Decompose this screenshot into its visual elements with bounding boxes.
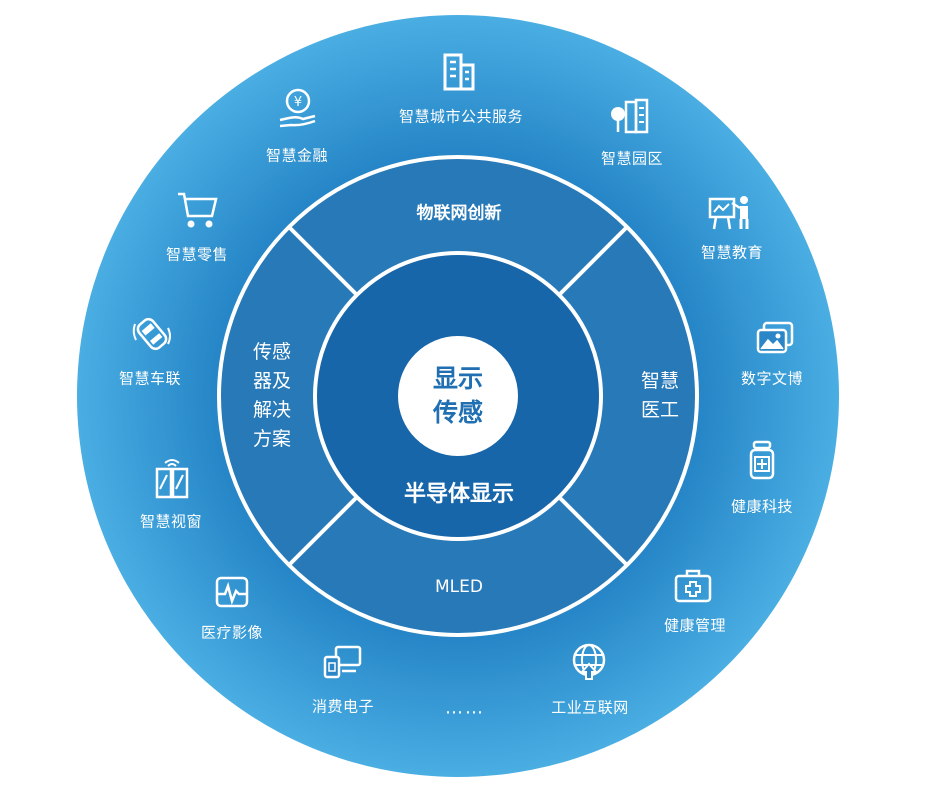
app-label-industrial-internet: 工业互联网: [551, 698, 629, 717]
segment-right-line-2: 医工: [640, 399, 680, 421]
app-label-smart-city: 智慧城市公共服务: [398, 107, 524, 126]
divider-ll: [287, 495, 359, 567]
office-building-icon: [443, 53, 475, 91]
app-label-smart-finance: 智慧金融: [265, 146, 329, 165]
segment-right-line-1: 智慧: [640, 370, 680, 392]
heartbeat-monitor-icon: [215, 576, 249, 608]
app-label-smart-education: 智慧教育: [700, 243, 764, 262]
medicine-bottle-icon: [749, 440, 775, 480]
devices-icon: [323, 645, 362, 679]
app-label-medical-imaging: 医疗影像: [200, 623, 264, 642]
app-label-smart-window: 智慧视窗: [139, 512, 203, 531]
app-label-health-tech: 健康科技: [730, 497, 794, 516]
center-disc: [398, 336, 518, 456]
app-label-digital-museum: 数字文博: [740, 369, 804, 388]
divider-lr: [557, 495, 629, 567]
park-buildings-icon: [611, 98, 649, 134]
first-aid-kit-icon: [674, 569, 712, 603]
divider-ur: [557, 225, 629, 297]
segment-left: 传感 器及 解决 方案: [253, 338, 291, 454]
globe-upload-icon: [572, 643, 606, 680]
segment-left-line-2: 器及: [252, 370, 292, 392]
ellipsis-more: ……: [445, 697, 485, 719]
segment-top: 物联网创新: [416, 203, 502, 224]
segment-left-line-4: 方案: [252, 428, 292, 450]
segment-left-line-1: 传感: [252, 341, 292, 363]
inner-label: 半导体显示: [403, 482, 515, 507]
segment-bottom: MLED: [435, 577, 483, 597]
coin-hand-icon: ¥: [279, 88, 316, 128]
app-label-connected-car: 智慧车联: [118, 369, 182, 388]
app-label-smart-retail: 智慧零售: [165, 245, 229, 264]
svg-text:¥: ¥: [294, 95, 302, 110]
teacher-board-icon: [708, 196, 749, 230]
center-line-1: 显示: [432, 364, 484, 393]
center-line-2: 传感: [432, 398, 484, 427]
app-label-consumer-electronics: 消费电子: [311, 697, 375, 716]
divider-ul: [287, 225, 359, 297]
app-label-health-management: 健康管理: [663, 616, 727, 635]
smart-window-icon: [155, 459, 189, 499]
connected-car-icon: [132, 317, 171, 351]
segment-left-line-3: 解决: [252, 399, 292, 421]
app-label-smart-park: 智慧园区: [600, 149, 664, 168]
center-label: 显示 传感: [433, 362, 483, 430]
gallery-pictures-icon: [756, 321, 794, 354]
shopping-cart-icon: [178, 192, 218, 228]
segment-right: 智慧 医工: [641, 367, 679, 425]
